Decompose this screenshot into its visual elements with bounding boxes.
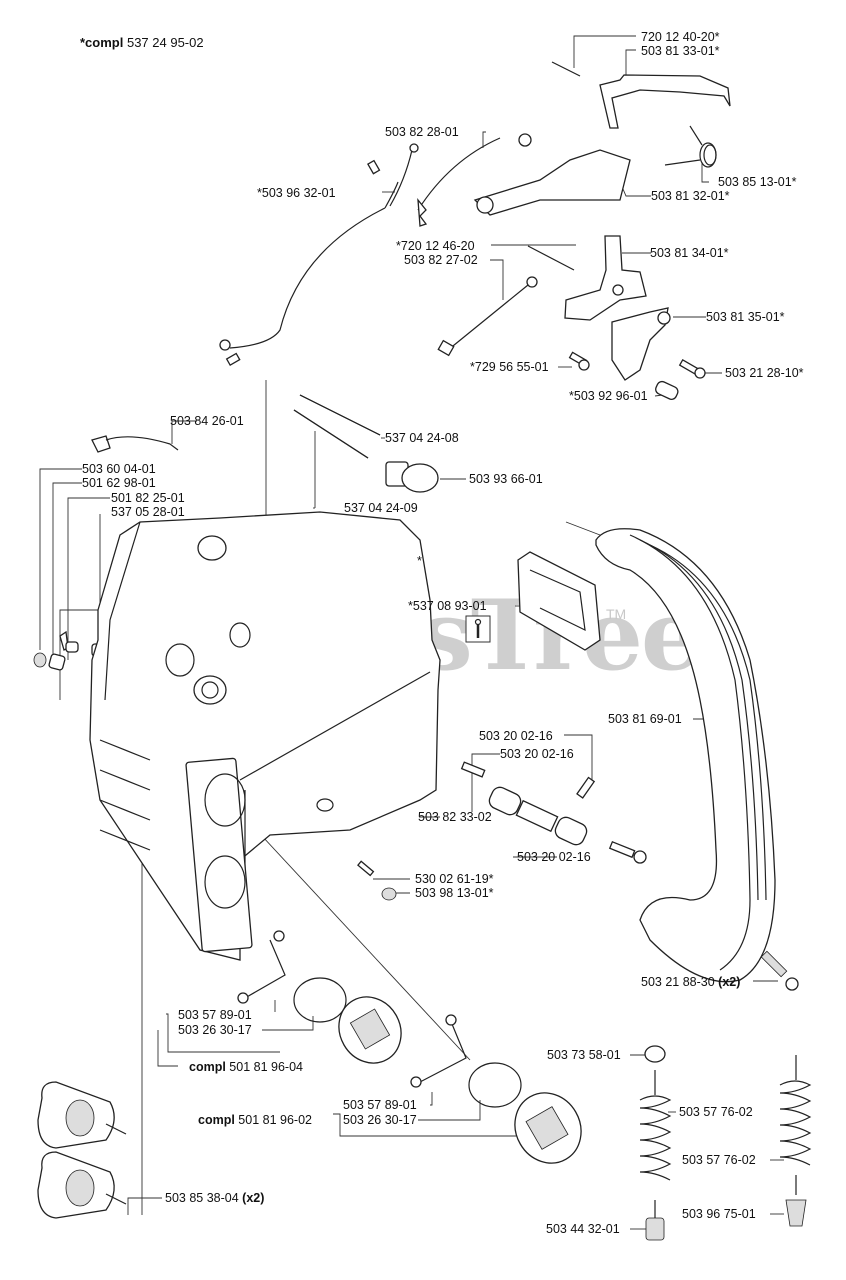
part-label[interactable]: 501 62 98-01: [82, 476, 156, 490]
part-label[interactable]: 503 85 13-01*: [718, 175, 797, 189]
assembly-label[interactable]: compl 501 81 96-04: [189, 1060, 303, 1074]
part-label[interactable]: 503 81 32-01*: [651, 189, 730, 203]
screw-cap-part: [357, 860, 397, 901]
bolt-part: [460, 761, 647, 864]
part-label[interactable]: 503 93 66-01: [469, 472, 543, 486]
part-label[interactable]: 503 81 34-01*: [650, 246, 729, 260]
part-label[interactable]: 530 02 61-19*: [415, 872, 494, 886]
part-label[interactable]: 537 04 24-09: [344, 501, 418, 515]
part-label[interactable]: 503 20 02-16: [517, 850, 591, 864]
part-label[interactable]: 503 82 28-01: [385, 125, 459, 139]
assembly-number: 501 81 96-02: [238, 1113, 312, 1127]
throttle-trigger-part: [599, 74, 731, 129]
part-label[interactable]: 503 82 33-02: [418, 810, 492, 824]
part-label[interactable]: 503 57 89-01: [343, 1098, 417, 1112]
pin-part-2: [527, 245, 575, 271]
front-handle-part: [595, 528, 776, 983]
fuel-cap-part: [237, 930, 402, 1064]
choke-rod-part: [437, 276, 538, 357]
assembly-label[interactable]: compl 501 81 96-02: [198, 1113, 312, 1127]
primer-bulb-part: [385, 461, 439, 493]
oil-cap-part: [410, 1014, 582, 1164]
part-label[interactable]: 503 26 30-17: [178, 1023, 252, 1037]
torsion-spring-part: [664, 125, 717, 168]
filter-cover-part: [517, 551, 601, 651]
part-label[interactable]: 503 81 33-01*: [641, 44, 720, 58]
part-label[interactable]: 537 05 28-01: [111, 505, 185, 519]
part-label[interactable]: 503 21 28-10*: [725, 366, 804, 380]
tool-icon: [465, 615, 491, 643]
choke-bracket-part: [611, 307, 671, 381]
assembly-number: 501 81 96-04: [229, 1060, 303, 1074]
part-label[interactable]: *503 96 32-01: [257, 186, 336, 200]
part-label[interactable]: *729 56 55-01: [470, 360, 549, 374]
part-label[interactable]: 503 21 88-30 (x2): [641, 975, 740, 989]
part-label[interactable]: 503 20 02-16: [500, 747, 574, 761]
quantity-badge: (x2): [718, 975, 741, 989]
part-label[interactable]: 503 81 69-01: [608, 712, 682, 726]
screw-part-2: [678, 359, 706, 379]
fuel-tank-housing-part: [89, 511, 441, 961]
spring-part: [655, 380, 679, 400]
part-label[interactable]: *537 08 93-01: [408, 599, 487, 613]
part-number: 503 85 38-04: [165, 1191, 239, 1205]
part-label[interactable]: 503 26 30-17: [343, 1113, 417, 1127]
part-label[interactable]: 503 57 76-02: [682, 1153, 756, 1167]
part-label[interactable]: 503 73 58-01: [547, 1048, 621, 1062]
assembly-title-prefix: *compl: [80, 35, 124, 50]
grommet-part: [91, 435, 179, 453]
grommet-part-2: [644, 1045, 666, 1063]
quantity-badge: (x2): [242, 1191, 265, 1205]
pin-part: [551, 61, 581, 77]
part-label[interactable]: 503 81 35-01*: [706, 310, 785, 324]
part-label[interactable]: 503 44 32-01: [546, 1222, 620, 1236]
part-label[interactable]: 503 20 02-16: [479, 729, 553, 743]
part-label[interactable]: 503 82 27-02: [404, 253, 478, 267]
anti-vibration-part: [488, 786, 588, 846]
part-label[interactable]: 537 04 24-08: [385, 431, 459, 445]
part-label[interactable]: 501 82 25-01: [111, 491, 185, 505]
fuel-hose-part: [293, 394, 381, 459]
housing-label[interactable]: *: [417, 554, 422, 568]
handle-screw-part: [760, 950, 799, 991]
part-label[interactable]: 503 60 04-01: [82, 462, 156, 476]
part-label[interactable]: 503 57 76-02: [679, 1105, 753, 1119]
choke-lever-part: [564, 235, 647, 321]
ignition-wire-part: [219, 143, 419, 366]
part-label[interactable]: 503 84 26-01: [170, 414, 244, 428]
throttle-cable-part: [417, 133, 532, 227]
assembly-prefix: compl: [189, 1060, 226, 1074]
fuel-hose-coil-part: [639, 1055, 812, 1220]
part-label[interactable]: 503 98 13-01*: [415, 886, 494, 900]
part-number: 503 21 88-30: [641, 975, 715, 989]
part-label[interactable]: 720 12 40-20*: [641, 30, 720, 44]
assembly-title-number: 537 24 95-02: [126, 35, 204, 50]
throttle-lever-part: [473, 149, 631, 216]
part-label[interactable]: *720 12 46-20: [396, 239, 475, 253]
part-label[interactable]: 503 85 38-04 (x2): [165, 1191, 264, 1205]
part-label[interactable]: 503 96 75-01: [682, 1207, 756, 1221]
part-label[interactable]: 503 57 89-01: [178, 1008, 252, 1022]
fuel-filter-part: [645, 1199, 807, 1241]
anti-vibration-rubber-part: [37, 1081, 127, 1219]
watermark-trademark: TM: [606, 606, 627, 622]
assembly-title: *compl 537 24 95-02: [80, 36, 204, 50]
screw-part: [568, 351, 590, 371]
assembly-prefix: compl: [198, 1113, 235, 1127]
part-label[interactable]: *503 92 96-01: [569, 389, 648, 403]
